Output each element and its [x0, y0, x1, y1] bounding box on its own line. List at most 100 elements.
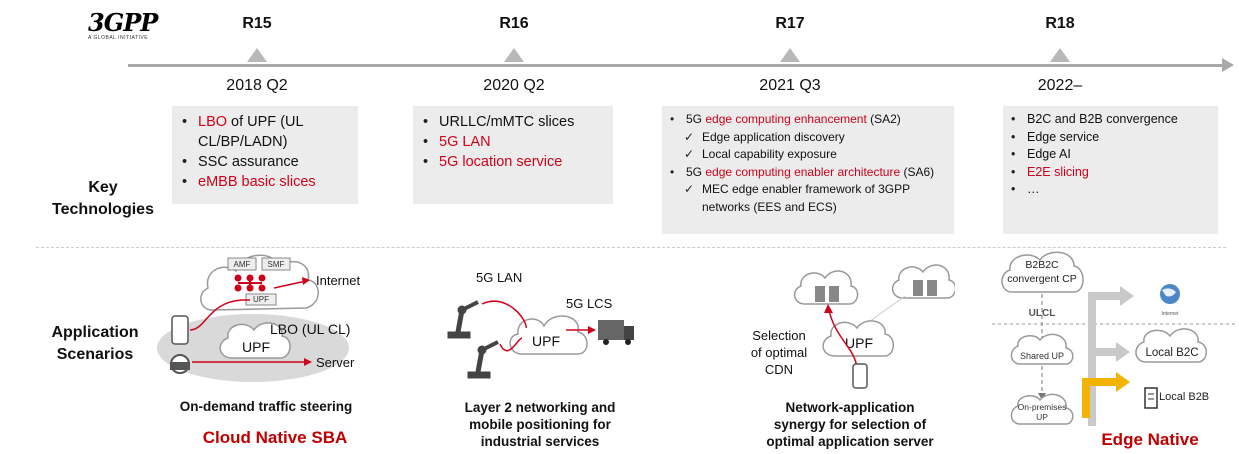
tech-item: 5G edge computing enabler architecture (…	[668, 164, 948, 182]
release-marker-r17	[780, 48, 800, 62]
lbo-label: LBO (UL CL)	[270, 321, 350, 337]
local-b2b-label: Local B2B	[1159, 391, 1209, 403]
tech-item: SSC assurance	[180, 152, 350, 172]
internet-label: Internet	[316, 273, 360, 288]
tech-item-text: 5G location service	[439, 154, 563, 170]
on-premises-label-2: UP	[1036, 412, 1048, 422]
tech-item: 5G location service	[421, 152, 605, 172]
tech-item-text: …	[1027, 182, 1040, 196]
selection-label-3: CDN	[765, 362, 793, 377]
edge-native-label: Edge Native	[1101, 430, 1199, 449]
tech-item: Edge AI	[1009, 146, 1212, 164]
caption-network-line-1: Network-application	[785, 400, 915, 415]
tech-item-text: edge computing enhancement	[705, 112, 867, 126]
diagram-cdn: UPF Selection of optimal CDN	[751, 264, 955, 389]
tech-box-r18: B2C and B2B convergenceEdge serviceEdge …	[1003, 106, 1218, 234]
tech-box-r17: 5G edge computing enhancement (SA2)Edge …	[662, 106, 954, 234]
tech-item-text: B2C and B2B convergence	[1027, 112, 1178, 126]
cp-label-2: convergent CP	[1007, 273, 1076, 285]
headset-icon	[170, 354, 190, 374]
release-r17: R17	[775, 15, 805, 32]
caption-network-line-2: synergy for selection of	[773, 417, 927, 432]
tech-list-r18: B2C and B2B convergenceEdge serviceEdge …	[1009, 111, 1212, 199]
date-r17: 2021 Q3	[759, 77, 821, 94]
tech-item: …	[1009, 181, 1212, 199]
caption-layer2-line-1: Layer 2 networking and	[464, 400, 616, 415]
logo-text: 3GPP	[88, 8, 158, 37]
tech-item-text: MEC edge enabler framework of 3GPP netwo…	[702, 182, 910, 214]
diagram-lbo: AMF SMF UPF Internet UPF LBO (UL CL) Ser…	[157, 254, 360, 382]
amf-label: AMF	[234, 260, 251, 269]
cp-label-1: B2B2C	[1025, 259, 1059, 271]
tech-item: B2C and B2B convergence	[1009, 111, 1212, 129]
logo: 3GPP A GLOBAL INITIATIVE	[88, 8, 168, 48]
caption-network-line-3: optimal application server	[766, 434, 934, 449]
phone-icon	[852, 363, 868, 389]
cloud-server-icon-1	[793, 270, 859, 305]
robot-arm-icon	[447, 300, 479, 339]
tech-list-r16: URLLC/mMTC slices 5G LAN 5G location servi…	[421, 112, 605, 172]
cp-cloud	[1001, 251, 1084, 293]
tech-item-text: 5G	[686, 112, 706, 126]
smf-label: SMF	[268, 260, 285, 269]
phone-icon	[171, 315, 189, 345]
date-r16: 2020 Q2	[483, 77, 545, 94]
upf-cloud	[822, 320, 894, 357]
tech-item-text: SSC assurance	[198, 154, 299, 170]
upf-small-label: UPF	[253, 295, 269, 304]
upf-label: UPF	[845, 335, 873, 351]
timeline-axis	[128, 64, 1226, 67]
selection-label-1: Selection	[752, 328, 805, 343]
lcs-label: 5G LCS	[566, 296, 613, 311]
caption-layer2-line-2: mobile positioning for	[469, 417, 611, 432]
release-r16: R16	[499, 15, 529, 32]
release-marker-r16	[504, 48, 524, 62]
release-r15: R15	[242, 15, 272, 32]
row-label-application-scenarios: Application Scenarios	[51, 324, 139, 363]
row-separator	[36, 247, 1226, 248]
local-b2c-cloud	[1135, 328, 1207, 363]
tech-list-r17: 5G edge computing enhancement (SA2)Edge …	[668, 111, 948, 216]
tech-item: Edge application discovery	[668, 129, 948, 147]
tech-item: 5G LAN	[421, 132, 605, 152]
smf-box	[261, 257, 291, 271]
tech-item: E2E slicing	[1009, 164, 1212, 182]
lan-label: 5G LAN	[476, 270, 522, 285]
server-rack-icon	[1144, 387, 1158, 409]
local-b2c-label: Local B2C	[1145, 347, 1198, 359]
tech-item-text: URLLC/mMTC slices	[439, 114, 575, 130]
on-premises-up-cloud	[1010, 393, 1074, 425]
release-r18: R18	[1045, 15, 1075, 32]
release-marker-r18	[1050, 48, 1070, 62]
tech-item-text: (SA2)	[866, 112, 901, 126]
ulcl-label: ULCL	[1029, 308, 1056, 319]
tech-item: MEC edge enabler framework of 3GPP netwo…	[668, 181, 948, 216]
diagram-edge-native: B2B2C convergent CP ULCL Shared UP On-pr…	[992, 251, 1237, 426]
amf-box	[227, 257, 257, 271]
date-r15: 2018 Q2	[226, 77, 288, 94]
shared-up-cloud	[1010, 333, 1074, 365]
tech-box-r16: URLLC/mMTC slices 5G LAN 5G location servi…	[413, 106, 613, 204]
selection-label-2: of optimal	[751, 345, 807, 360]
tech-item-text: of UPF (UL CL/BP/LADN)	[198, 114, 304, 150]
upf-label: UPF	[242, 339, 270, 355]
cloud-native-sba-label: Cloud Native SBA	[202, 428, 348, 447]
logo-subtitle: A GLOBAL INITIATIVE	[88, 35, 149, 41]
caption-layer2: Layer 2 networking and mobile positionin…	[437, 399, 643, 450]
tech-item-text: Local capability exposure	[702, 147, 837, 161]
caption-layer2-line-3: industrial services	[480, 434, 600, 449]
truck-icon	[598, 320, 634, 345]
diagram-5g-lan: 5G LAN UPF 5G LCS	[447, 270, 634, 379]
tech-item-text: (SA6)	[900, 164, 935, 179]
upf-cloud	[219, 322, 291, 359]
upf-cloud	[509, 315, 588, 355]
cloud-server-icon-2	[891, 264, 955, 299]
tech-item-text: 5G	[686, 164, 706, 179]
tech-item-text: Edge service	[1027, 129, 1100, 144]
caption-network-application: Network-application synergy for selectio…	[735, 399, 965, 450]
tech-item: 5G edge computing enhancement (SA2)	[668, 111, 948, 129]
tech-item: Edge service	[1009, 129, 1212, 147]
shared-up-label: Shared UP	[1020, 351, 1064, 361]
globe-icon	[1160, 284, 1180, 304]
row-label-key-technologies: Key Technologies	[52, 179, 154, 218]
